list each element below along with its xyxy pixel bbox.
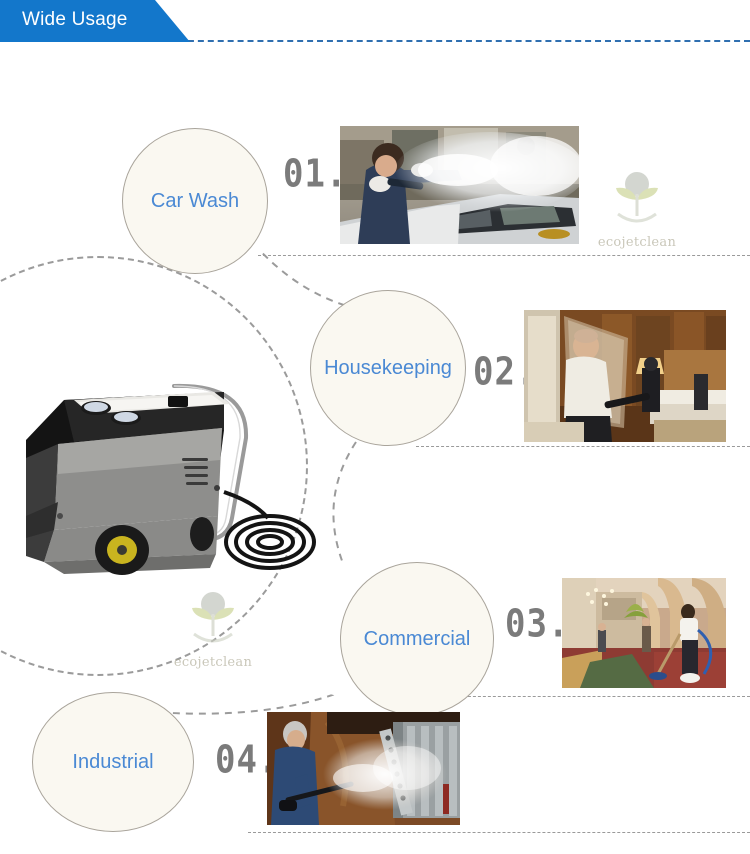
category-label-housekeeping: Housekeeping: [324, 356, 452, 379]
separator-row-4: [248, 832, 750, 833]
step-number-03: 03.: [505, 601, 570, 647]
header-dashed-rule: [178, 40, 750, 42]
watermark-brand-text: ecojetclean: [173, 655, 253, 670]
ecojetclean-logo-icon: [192, 592, 234, 643]
step-number-01: 01.: [283, 151, 348, 197]
steam-cleaner-machine: [18, 368, 318, 580]
category-circle-car-wash[interactable]: Car Wash: [122, 128, 268, 274]
page-title: Wide Usage: [22, 9, 128, 30]
section-banner: [0, 0, 190, 42]
commercial-lobby-photo: [562, 578, 726, 688]
category-circle-commercial[interactable]: Commercial: [340, 562, 494, 716]
separator-row-2: [416, 446, 750, 447]
separator-row-1: [258, 255, 750, 256]
category-label-car-wash: Car Wash: [150, 189, 240, 212]
category-circle-housekeeping[interactable]: Housekeeping: [310, 290, 466, 446]
housekeeping-hotel-photo: [524, 310, 726, 442]
category-circle-industrial[interactable]: Industrial: [32, 692, 194, 832]
category-label-commercial: Commercial: [363, 627, 471, 650]
car-wash-steam-photo: [340, 126, 579, 244]
connector-arc-2: [332, 441, 357, 567]
ecojetclean-logo-icon: [616, 172, 658, 223]
category-label-industrial: Industrial: [72, 750, 154, 773]
watermark-brand-text: ecojetclean: [597, 235, 677, 250]
watermark-row1: ecojetclean: [592, 168, 682, 250]
watermark-center: ecojetclean: [168, 588, 258, 670]
industrial-cleaning-photo: [267, 712, 460, 825]
separator-row-3: [448, 696, 750, 697]
